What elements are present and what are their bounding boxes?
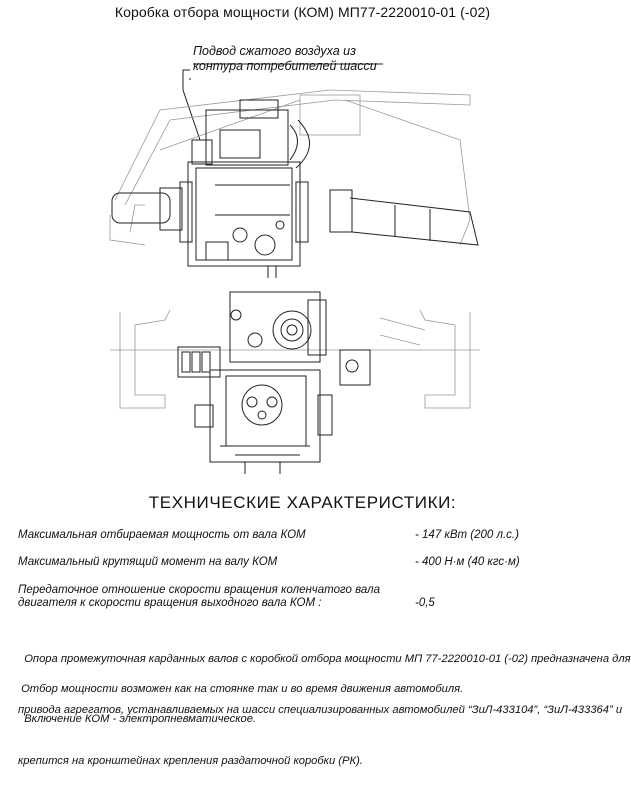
paragraph-purpose-line-2: привода агрегатов, устанавливаемых на ша… bbox=[18, 704, 623, 716]
specs-heading: ТЕХНИЧЕСКИЕ ХАРАКТЕРИСТИКИ: bbox=[148, 493, 457, 512]
spec-max-torque-label: Максимальный крутящий момент на валу КОМ bbox=[18, 556, 278, 568]
air-supply-callout: Подвод сжатого воздуха из контура потреб… bbox=[193, 44, 383, 74]
paragraph-purpose-line-1: Опора промежуточная карданных валов с ко… bbox=[18, 653, 631, 665]
spec-max-power-value: - 147 кВт (200 л.с.) bbox=[415, 529, 519, 541]
paragraph-operation: Отбор мощности возможен как на стоянке т… bbox=[18, 683, 464, 695]
spec-max-torque-value: - 400 Н·м (40 кгс·м) bbox=[415, 556, 520, 568]
spec-ratio-line-1: Передаточное отношение скорости вращения… bbox=[18, 584, 381, 596]
callout-line-2: контура потребителей шасси bbox=[193, 59, 377, 73]
paragraph-purpose-line-3: крепится на кронштейнах крепления раздат… bbox=[18, 755, 363, 767]
spec-ratio-value: -0,5 bbox=[415, 597, 435, 609]
spec-ratio-label: Передаточное отношение скорости вращения… bbox=[18, 584, 380, 610]
page-title: Коробка отбора мощности (КОМ) МП77-22200… bbox=[114, 4, 491, 20]
callout-line-1: Подвод сжатого воздуха из bbox=[193, 44, 356, 58]
paragraph-purpose: Опора промежуточная карданных валов с ко… bbox=[18, 617, 631, 787]
spec-ratio-line-2: двигателя к скорости вращения выходного … bbox=[18, 597, 322, 609]
paragraph-engagement: Включение КОМ - электропневматическое. bbox=[18, 713, 257, 725]
technical-drawing bbox=[109, 63, 480, 474]
spec-max-power-label: Максимальная отбираемая мощность от вала… bbox=[18, 529, 306, 541]
